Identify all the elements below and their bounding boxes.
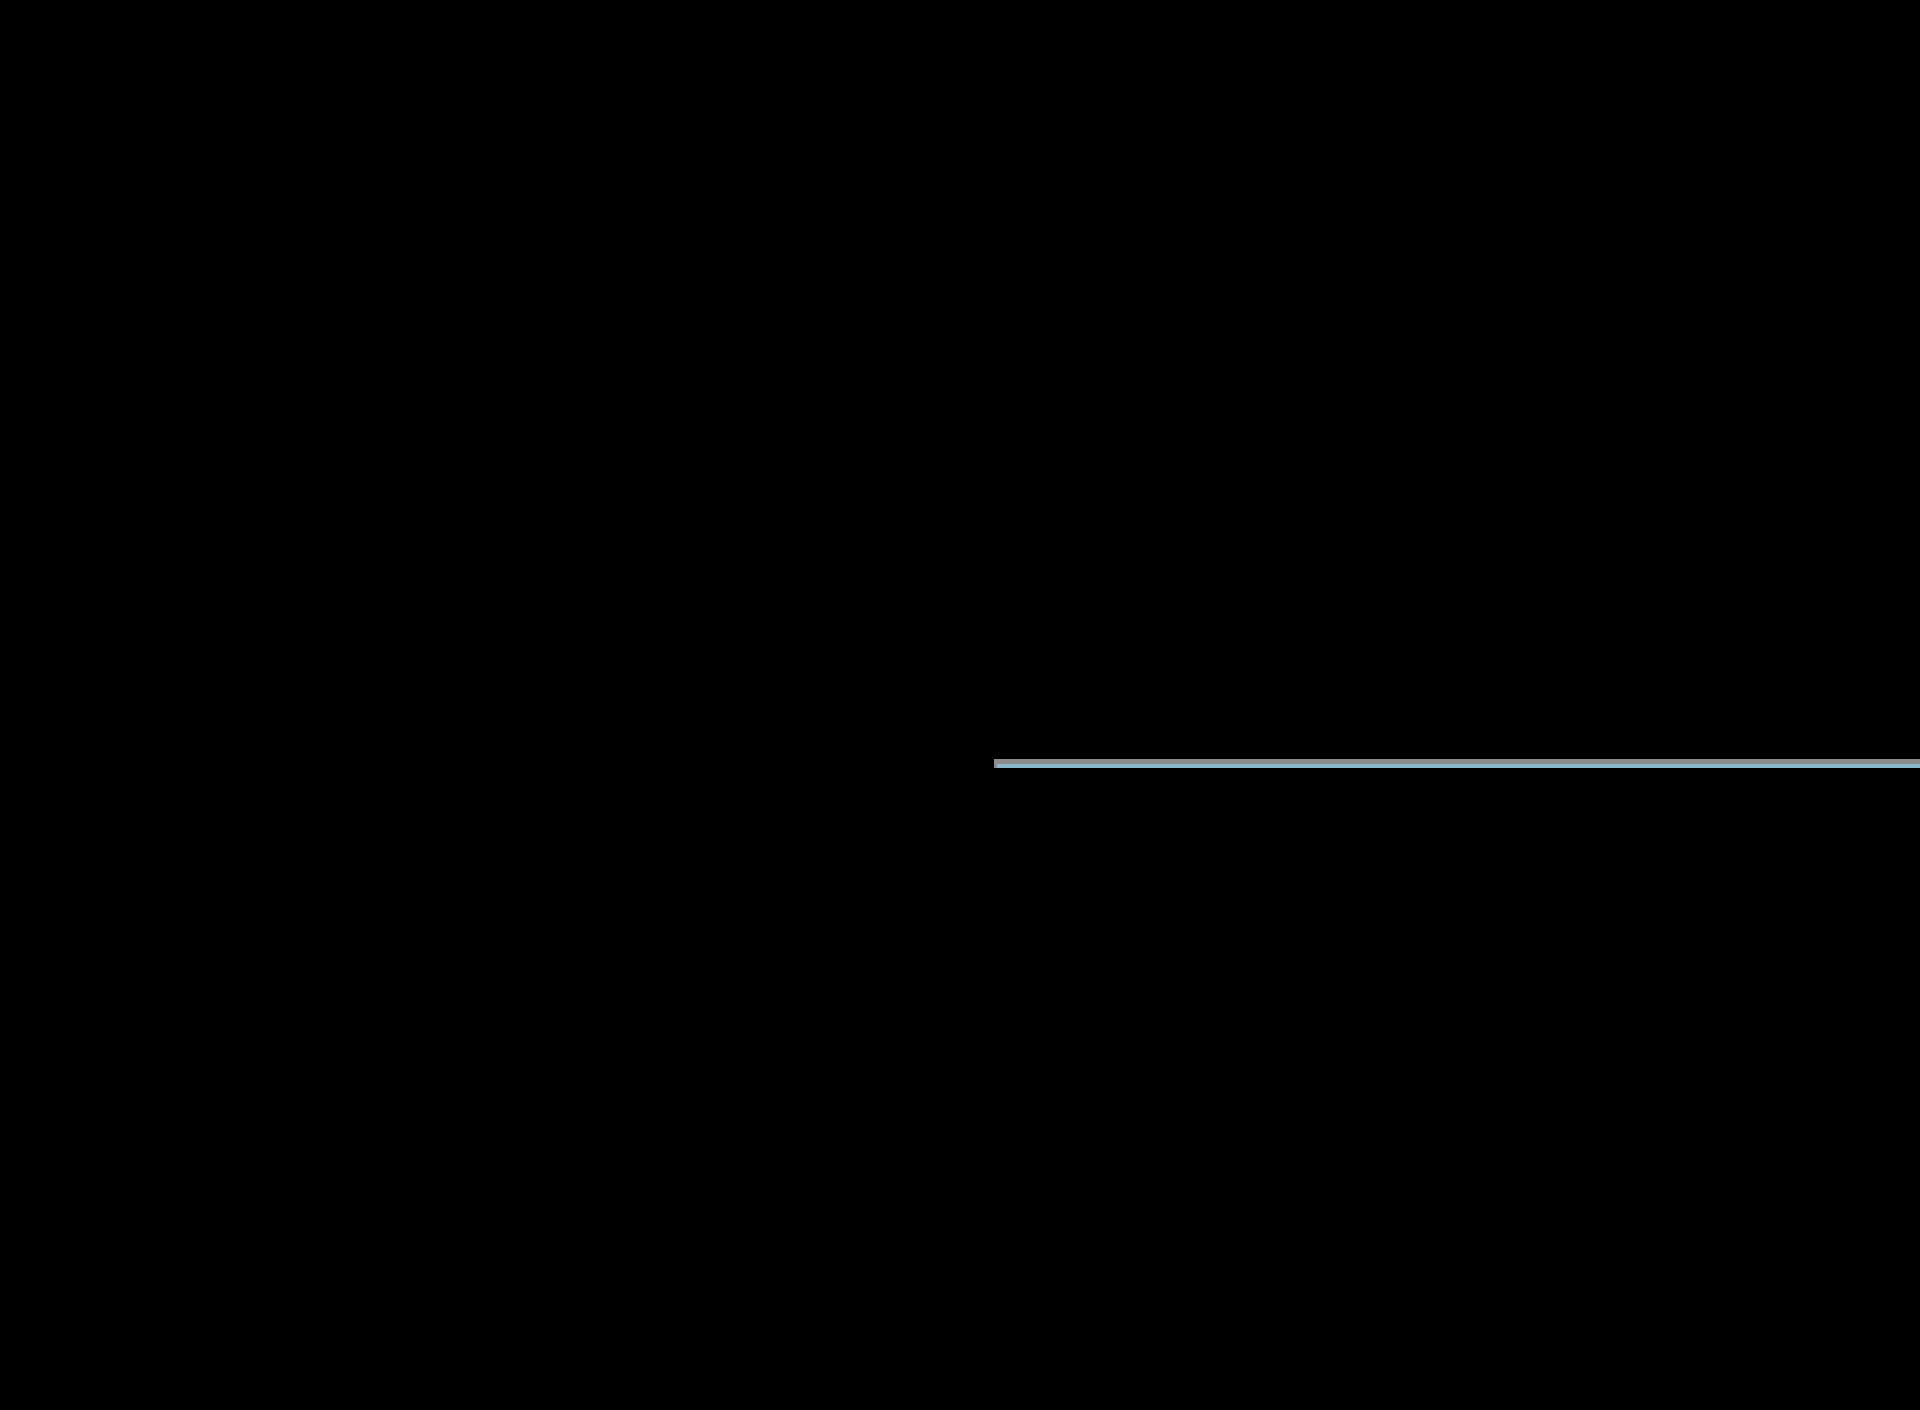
bar-blue-stripe — [997, 764, 1920, 768]
bar-gray-stripe — [994, 759, 1920, 764]
partial-horizontal-bar[interactable] — [994, 759, 1920, 768]
